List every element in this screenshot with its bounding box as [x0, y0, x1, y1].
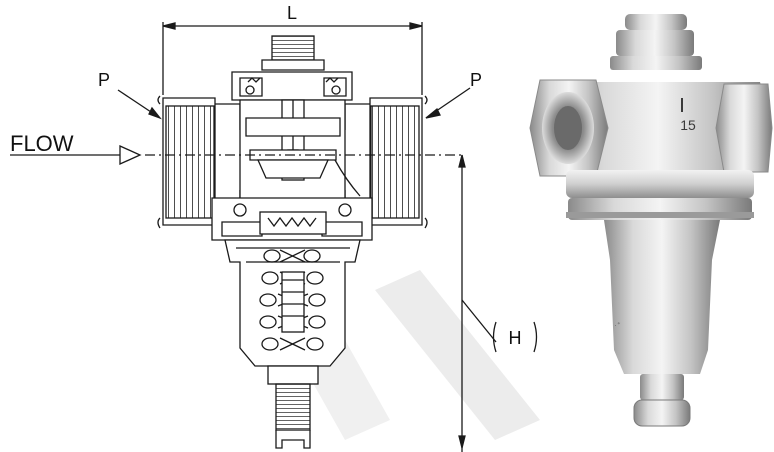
height-dimension [458, 154, 538, 452]
top-cap [231, 35, 353, 101]
flow-label: FLOW [10, 131, 74, 156]
pressure-callout-right [425, 87, 471, 119]
valve-body [239, 99, 361, 201]
cross-section-drawing [10, 22, 538, 452]
height-label: H [509, 328, 522, 348]
pressure-label-left: P [98, 70, 110, 90]
diaphragm-section [211, 197, 373, 241]
photo-size-marking: 15 [680, 117, 696, 133]
spring-housing [224, 239, 361, 367]
svg-text:·ᐩ: ·ᐩ [614, 320, 621, 330]
valve-photo: 15 ·ᐩ [529, 14, 773, 427]
flow-arrow [10, 144, 142, 166]
pressure-label-right: P [470, 70, 482, 90]
adjusting-screw [267, 365, 319, 449]
outlet-port [344, 95, 428, 229]
length-dimension [162, 22, 423, 95]
pressure-callout-left [117, 89, 162, 120]
length-label: L [287, 3, 297, 23]
